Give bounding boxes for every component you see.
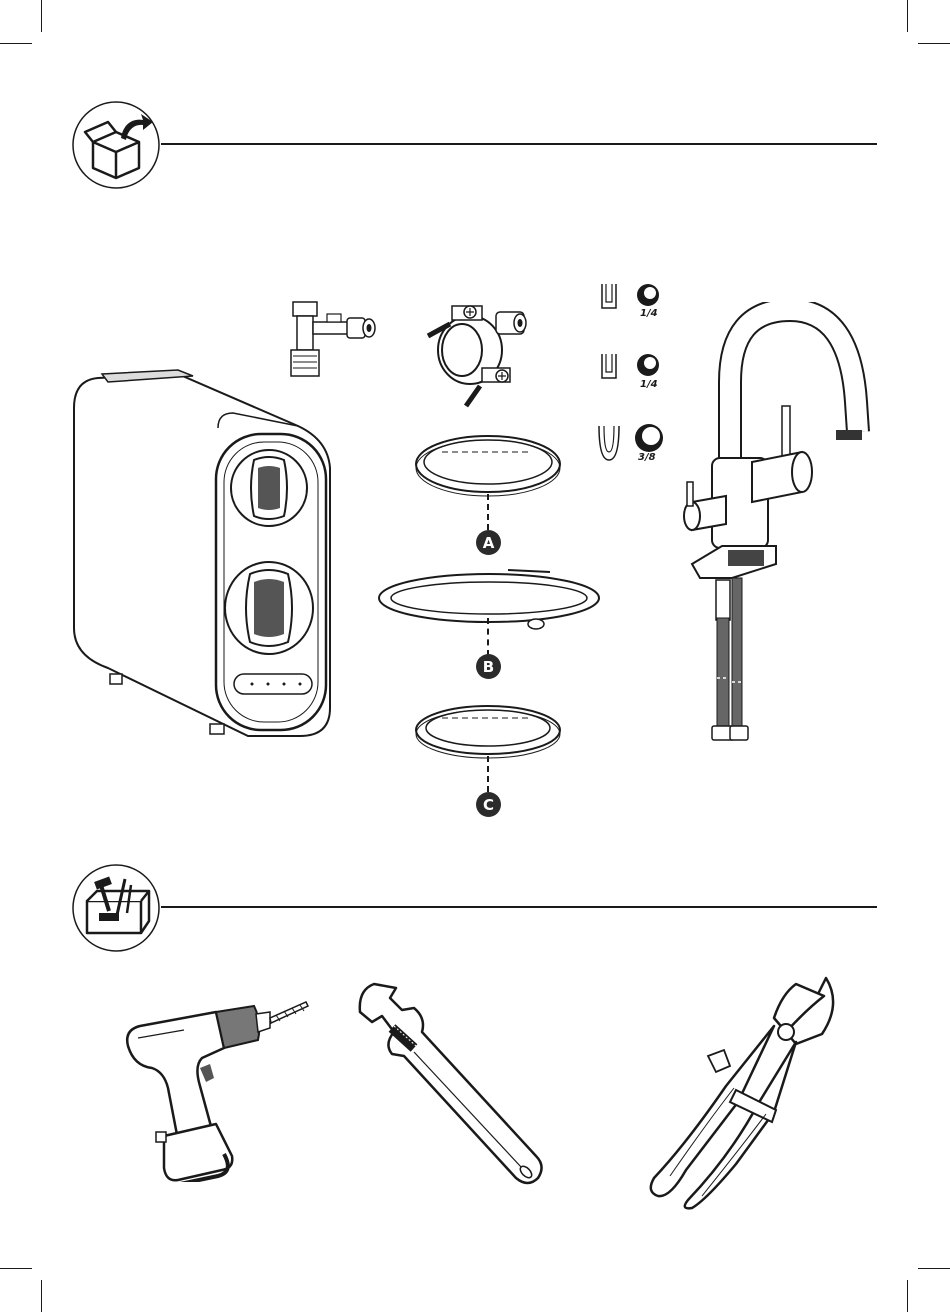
adjustable-wrench-icon — [356, 982, 546, 1194]
label-letter: A — [483, 534, 495, 552]
tube-size-circle-icon — [636, 283, 660, 307]
clip-icon — [598, 352, 620, 382]
crop-mark — [41, 0, 42, 32]
size-label: 1/4 — [640, 308, 658, 319]
toolbox-icon — [71, 863, 161, 953]
drill-icon — [124, 996, 314, 1182]
crop-mark — [41, 1280, 42, 1312]
tube-label-a: A — [476, 530, 501, 555]
leader-line — [487, 756, 490, 792]
crop-mark — [918, 1268, 950, 1269]
filter-unit-illustration — [68, 368, 338, 748]
tube-size-circle-icon — [634, 423, 664, 453]
size-label: 3/8 — [638, 452, 656, 463]
tube-label-b: B — [476, 654, 501, 679]
crop-mark — [0, 1268, 32, 1269]
crop-mark — [907, 1280, 908, 1312]
tee-adapter-illustration — [283, 300, 383, 380]
section-divider — [161, 143, 877, 145]
open-box-icon — [71, 100, 161, 190]
label-letter: B — [483, 658, 494, 676]
crop-mark — [918, 43, 950, 44]
crop-mark — [907, 0, 908, 32]
drain-saddle-illustration — [420, 292, 532, 412]
pliers-icon — [646, 974, 846, 1210]
crop-mark — [0, 43, 32, 44]
section-divider — [161, 906, 877, 908]
label-letter: C — [483, 796, 494, 814]
tube-coil-a — [412, 430, 564, 500]
clip-icon — [596, 424, 622, 464]
tube-size-circle-icon — [636, 353, 660, 377]
leader-line — [487, 618, 490, 656]
clip-icon — [598, 282, 620, 312]
faucet-illustration — [672, 302, 872, 752]
leader-line — [487, 494, 490, 530]
tube-label-c: C — [476, 792, 501, 817]
size-label: 1/4 — [640, 379, 658, 390]
tube-coil-c — [412, 700, 564, 762]
